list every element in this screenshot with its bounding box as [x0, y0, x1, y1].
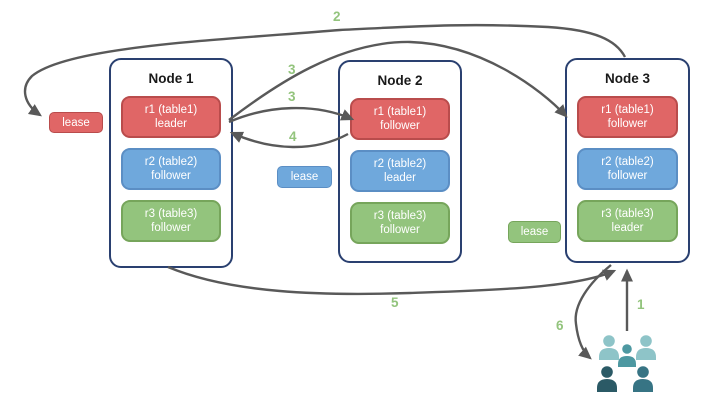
node-3: Node 3 r1 (table1) follower r2 (table2) …	[565, 58, 690, 263]
node-3-replica-r1: r1 (table1) follower	[577, 96, 678, 138]
replica-role: follower	[607, 170, 648, 182]
replica-name: r3 (table3)	[373, 209, 427, 222]
node-1: Node 1 r1 (table1) leader r2 (table2) fo…	[109, 58, 233, 268]
replica-role: leader	[611, 222, 644, 234]
step-label-4: 4	[289, 129, 297, 144]
replica-role: follower	[380, 224, 420, 236]
step-label-1: 1	[637, 297, 645, 312]
replica-name: r1 (table1)	[601, 103, 654, 116]
node-2: Node 2 r1 (table1) follower r2 (table2) …	[338, 60, 462, 263]
arrow-step6-node3-to-users	[574, 264, 612, 360]
person-icon	[636, 335, 656, 360]
arrow-step5-node1-to-node3	[167, 265, 617, 296]
node-3-replica-r3: r3 (table3) leader	[577, 200, 678, 242]
step-label-6: 6	[556, 318, 564, 333]
lease-chip-green: lease	[508, 221, 561, 243]
node-1-replica-r1: r1 (table1) leader	[121, 96, 221, 138]
replica-role: follower	[380, 120, 420, 132]
replica-name: r2 (table2)	[144, 155, 198, 168]
arrow-step3-node1-to-node2	[228, 106, 355, 124]
replica-name: r3 (table3)	[601, 207, 654, 220]
person-icon	[597, 366, 617, 392]
replica-name: r2 (table2)	[373, 157, 427, 170]
node-1-title: Node 1	[148, 71, 194, 86]
replica-role: follower	[151, 170, 191, 182]
node-2-replica-r2: r2 (table2) leader	[350, 150, 450, 192]
person-icon	[599, 335, 619, 360]
node-3-title: Node 3	[604, 71, 650, 86]
replica-name: r1 (table1)	[144, 103, 198, 116]
step-label-2: 2	[333, 9, 341, 24]
replica-name: r2 (table2)	[601, 155, 654, 168]
replica-role: follower	[151, 222, 191, 234]
step-label-5: 5	[391, 295, 399, 310]
replica-name: r3 (table3)	[144, 207, 198, 220]
replica-role: leader	[155, 118, 187, 130]
replica-role: leader	[384, 172, 416, 184]
lease-chip-red: lease	[49, 112, 103, 133]
lease-chip-blue: lease	[277, 166, 332, 188]
node-1-replica-r3: r3 (table3) follower	[121, 200, 221, 242]
replica-name: r1 (table1)	[373, 105, 427, 118]
node-3-replica-r2: r2 (table2) follower	[577, 148, 678, 190]
node-2-replica-r1: r1 (table1) follower	[350, 98, 450, 140]
node-1-replica-r2: r2 (table2) follower	[121, 148, 221, 190]
node-2-replica-r3: r3 (table3) follower	[350, 202, 450, 244]
step-label-3a: 3	[288, 62, 296, 77]
person-icon	[633, 366, 653, 392]
users-group-icon	[597, 335, 656, 392]
replica-role: follower	[607, 118, 648, 130]
step-label-3b: 3	[288, 89, 296, 104]
node-2-title: Node 2	[377, 73, 423, 88]
person-icon	[618, 344, 636, 367]
